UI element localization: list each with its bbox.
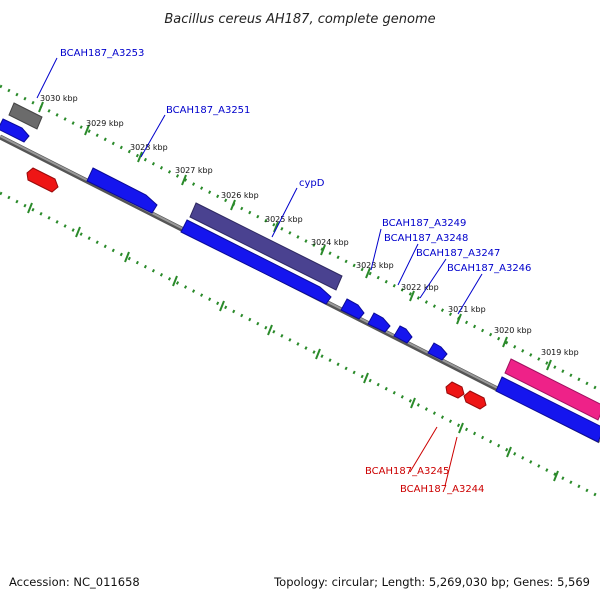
- accession-text: Accession: NC_011658: [9, 575, 140, 589]
- tick-label: 3019 kbp: [541, 348, 579, 357]
- inner-tick-mark: [27, 202, 33, 214]
- inner-tick-mark: [172, 275, 178, 287]
- tick-mark: [456, 313, 462, 325]
- feature-a3245[interactable]: [445, 381, 465, 399]
- gene-label-a3244[interactable]: BCAH187_A3244: [400, 484, 484, 495]
- gene-label-a3246[interactable]: BCAH187_A3246: [447, 263, 531, 274]
- tick-mark: [230, 199, 236, 211]
- feature-long-blue[interactable]: [180, 219, 332, 305]
- tick-label: 3024 kbp: [311, 238, 349, 247]
- feature-a3249[interactable]: [340, 298, 365, 320]
- inner-tick-mark: [315, 348, 321, 360]
- tick-mark: [273, 221, 279, 233]
- inner-tick-mark: [363, 372, 369, 384]
- feature-a3253[interactable]: [8, 102, 43, 130]
- feature-a3246[interactable]: [427, 342, 448, 361]
- inner-tick-mark: [124, 251, 130, 263]
- tick-label: 3023 kbp: [356, 261, 394, 270]
- inner-tick-mark: [458, 422, 464, 434]
- tick-mark: [137, 151, 143, 163]
- feature-right-blue[interactable]: [495, 376, 600, 443]
- feature-left-red[interactable]: [26, 167, 59, 193]
- scale-ticks: 3030 kbp 3029 kbp 3028 kbp 3027 kbp 3026 kbp…: [27, 94, 579, 482]
- tick-label: 3030 kbp: [40, 94, 78, 103]
- tick-label: 3020 kbp: [494, 326, 532, 335]
- gene-label-a3249[interactable]: BCAH187_A3249: [382, 218, 466, 229]
- tick-label: 3029 kbp: [86, 119, 124, 128]
- label-leaders: [36, 57, 483, 487]
- tick-mark: [38, 101, 44, 113]
- gene-label-a3248[interactable]: BCAH187_A3248: [384, 233, 468, 244]
- inner-tick-mark: [410, 397, 416, 409]
- inner-tick-mark: [75, 226, 81, 238]
- tick-mark: [181, 174, 187, 186]
- feature-magenta[interactable]: [504, 358, 600, 421]
- tick-label: 3025 kbp: [265, 215, 303, 224]
- gene-label-a3253[interactable]: BCAH187_A3253: [60, 48, 144, 59]
- tick-mark: [409, 290, 415, 302]
- map-title: Bacillus cereus AH187, complete genome: [164, 12, 435, 27]
- inner-tick-mark: [506, 446, 512, 458]
- forward-features: [0, 102, 600, 443]
- tick-mark: [84, 124, 90, 136]
- tick-mark: [546, 359, 552, 371]
- reverse-features: [26, 167, 487, 410]
- feature-left-blue[interactable]: [0, 118, 30, 143]
- tick-label: 3028 kbp: [130, 143, 168, 152]
- topology-text: Topology: circular; Length: 5,269,030 bp…: [273, 575, 590, 589]
- inner-tick-mark: [219, 300, 225, 312]
- inner-tick-mark: [553, 470, 559, 482]
- feature-a3247[interactable]: [393, 325, 413, 344]
- gene-label-a3245[interactable]: BCAH187_A3245: [365, 466, 449, 477]
- feature-a3244[interactable]: [463, 390, 487, 410]
- inner-tick-mark: [267, 324, 273, 336]
- tick-mark: [365, 267, 371, 279]
- feature-a3248[interactable]: [367, 312, 391, 333]
- feature-a3251[interactable]: [86, 167, 158, 214]
- feature-cypd[interactable]: [189, 202, 343, 291]
- gene-labels: BCAH187_A3253 BCAH187_A3251 cypD BCAH187…: [60, 48, 531, 495]
- tick-label: 3027 kbp: [175, 166, 213, 175]
- gene-label-a3251[interactable]: BCAH187_A3251: [166, 105, 250, 116]
- gene-label-a3247[interactable]: BCAH187_A3247: [416, 248, 500, 259]
- gene-label-cypd[interactable]: cypD: [299, 178, 325, 189]
- tick-mark: [320, 244, 326, 256]
- tick-mark: [502, 336, 508, 348]
- tick-label: 3026 kbp: [221, 191, 259, 200]
- tick-label: 3021 kbp: [448, 305, 486, 314]
- tick-label: 3022 kbp: [401, 283, 439, 292]
